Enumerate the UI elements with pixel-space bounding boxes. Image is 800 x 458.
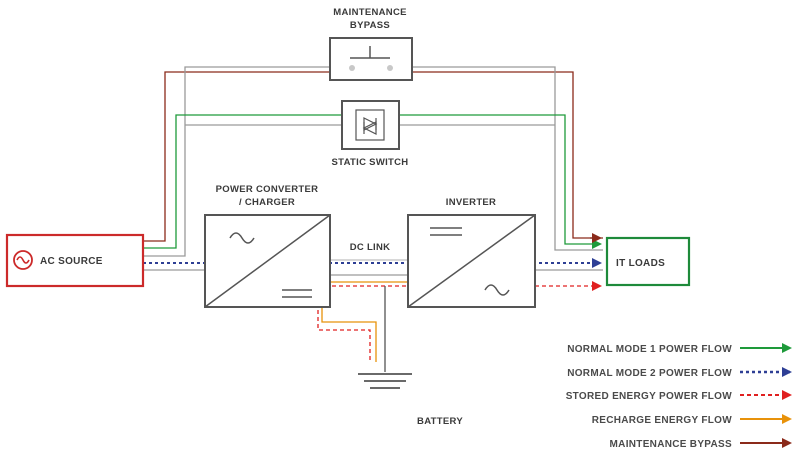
- maintenance-bypass-label-2: BYPASS: [350, 20, 390, 31]
- static-switch: [341, 100, 400, 150]
- legend-label-maintenance-bypass: MAINTENANCE BYPASS: [610, 439, 732, 450]
- inverter-label: INVERTER: [446, 197, 496, 208]
- dc-link-label: DC LINK: [350, 242, 391, 253]
- battery-label: BATTERY: [417, 416, 463, 427]
- legend-label-stored-energy: STORED ENERGY POWER FLOW: [566, 391, 733, 402]
- legend-label-recharge: RECHARGE ENERGY FLOW: [592, 415, 733, 426]
- ac-source-box: [5, 233, 145, 288]
- ac-sine-icon: [13, 250, 33, 270]
- static-switch-label: STATIC SWITCH: [332, 157, 409, 168]
- maintenance-bypass-switch: [329, 37, 413, 81]
- ac-source-label: AC SOURCE: [40, 256, 103, 267]
- recharge-wire: [321, 281, 408, 362]
- stored-energy-wire-battery: [317, 285, 408, 360]
- power-converter-label-2: / CHARGER: [239, 197, 295, 208]
- it-loads-box: [605, 236, 691, 287]
- inverter-box: [407, 214, 536, 308]
- power-converter-label-1: POWER CONVERTER: [216, 184, 319, 195]
- maintenance-bypass-label-1: MAINTENANCE: [333, 7, 407, 18]
- legend: NORMAL MODE 1 POWER FLOW NORMAL MODE 2 P…: [566, 343, 792, 450]
- legend-label-normal-mode-2: NORMAL MODE 2 POWER FLOW: [567, 368, 732, 379]
- it-loads-label: IT LOADS: [616, 258, 665, 269]
- legend-label-normal-mode-1: NORMAL MODE 1 POWER FLOW: [567, 344, 732, 355]
- power-converter-box: [204, 214, 331, 308]
- battery-symbol: [358, 373, 412, 389]
